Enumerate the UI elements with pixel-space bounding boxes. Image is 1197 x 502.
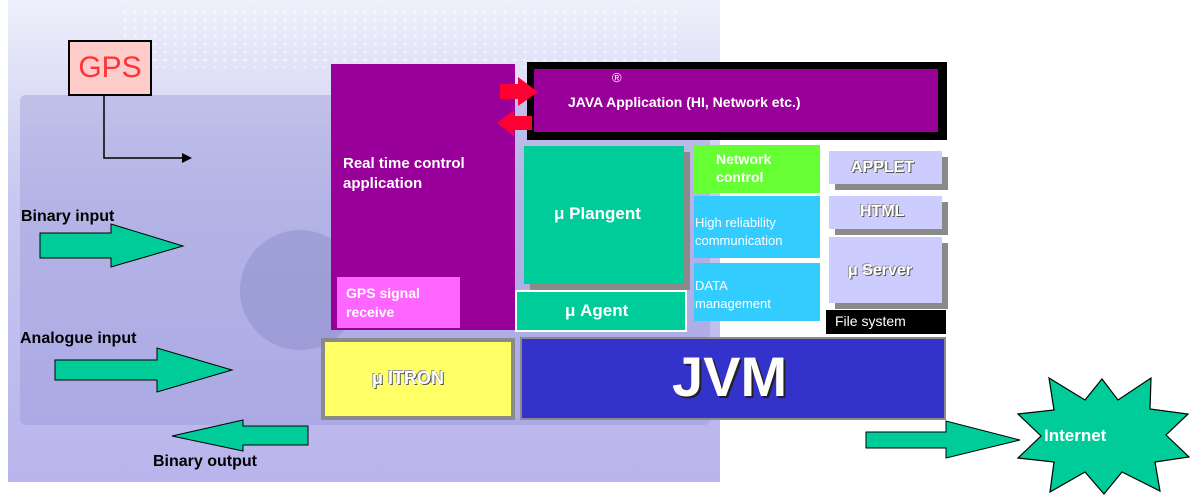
jvm-box [520, 337, 946, 420]
html-box [829, 196, 942, 229]
analogue-input-arrow [54, 347, 234, 393]
high-reliability-box [694, 196, 820, 258]
applet-label: APPLET [851, 159, 915, 176]
gps-label: GPS [78, 51, 142, 84]
binary-output-arrow [171, 419, 309, 452]
file-system-box [826, 310, 946, 334]
itron-box [321, 338, 515, 420]
gps-signal-box [337, 277, 460, 328]
plangent-box [524, 146, 684, 284]
java-app-inner [534, 69, 938, 132]
java-app-label: JAVA Application (HI, Network etc.) [568, 94, 801, 110]
binary-input-label: Binary input [21, 208, 115, 225]
data-management-label: DATA management [695, 278, 771, 311]
data-management-box [694, 263, 820, 321]
jvm-label: JVM [672, 345, 788, 408]
agent-label: μ Agent [565, 301, 629, 320]
internet-arrow [865, 420, 1021, 459]
network-control-label: Network control [716, 151, 772, 185]
network-control-box [694, 145, 820, 193]
java-app-reg-mark: ® [612, 70, 622, 85]
gps-connector-arrow [103, 96, 192, 163]
high-reliability-label: High reliability communication [695, 215, 783, 248]
analogue-input-label: Analogue input [20, 330, 137, 347]
internet-burst-icon [1016, 376, 1191, 495]
html-label: HTML [860, 203, 905, 220]
server-label: μ Server [848, 262, 913, 279]
red-arrow-left-icon [497, 110, 532, 136]
server-box [829, 237, 942, 303]
red-arrow-right-icon [500, 77, 538, 106]
binary-output-label: Binary output [153, 453, 257, 470]
binary-input-arrow [39, 223, 185, 268]
plangent-label: μ Plangent [554, 204, 641, 223]
file-system-label: File system [835, 313, 906, 329]
agent-box [515, 290, 687, 332]
realtime-control-label: Real time control application [343, 155, 465, 192]
background-vent-dots [120, 8, 680, 68]
itron-label: μ ITRON [372, 368, 445, 388]
gps-signal-label: GPS signal receive [346, 285, 420, 320]
gps-box: GPS [68, 40, 152, 96]
internet-label: Internet [1044, 426, 1107, 445]
applet-box [829, 151, 942, 184]
